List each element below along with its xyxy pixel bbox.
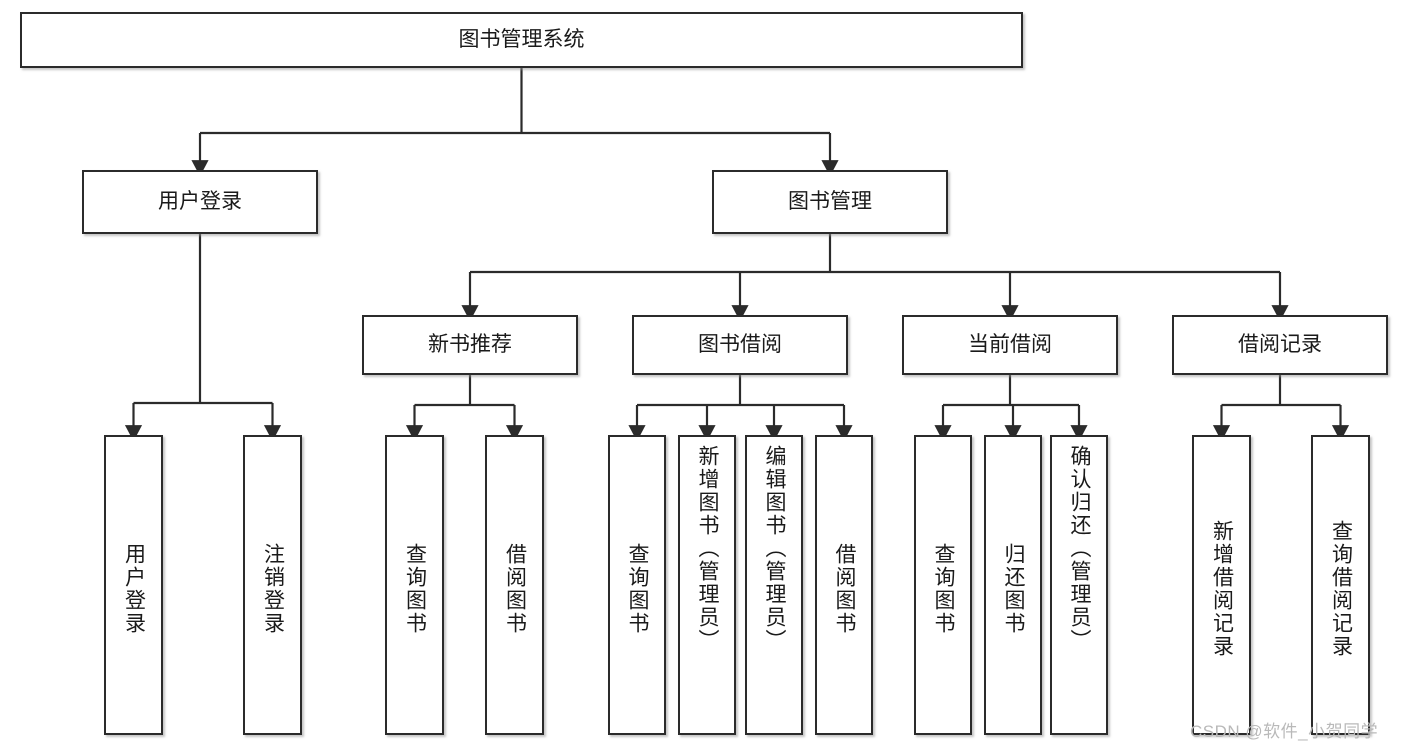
node-label: 新增借阅记录 xyxy=(1210,520,1234,658)
node-borrow-record[interactable]: 借阅记录 xyxy=(1172,315,1388,375)
node-label: 图书管理系统 xyxy=(458,27,585,51)
node-label: 图书借阅 xyxy=(698,332,782,356)
node-leaf-user-login[interactable]: 用户登录 xyxy=(104,435,163,735)
node-leaf-borrow-book-1[interactable]: 借阅图书 xyxy=(485,435,544,735)
node-leaf-logout[interactable]: 注销登录 xyxy=(243,435,302,735)
node-label: 借阅图书 xyxy=(503,543,527,635)
node-label: 查询借阅记录 xyxy=(1329,520,1353,658)
node-label: 借阅记录 xyxy=(1238,332,1322,356)
node-book-borrow[interactable]: 图书借阅 xyxy=(632,315,848,375)
node-leaf-return-book[interactable]: 归还图书 xyxy=(984,435,1042,735)
node-leaf-edit-book[interactable]: 编辑图书（管理员） xyxy=(745,435,803,735)
node-label: 查询图书 xyxy=(626,543,650,635)
node-leaf-query-book-1[interactable]: 查询图书 xyxy=(385,435,444,735)
node-label: 用户登录 xyxy=(122,543,146,635)
node-book-manage[interactable]: 图书管理 xyxy=(712,170,948,234)
node-new-book-recommend[interactable]: 新书推荐 xyxy=(362,315,578,375)
node-leaf-borrow-book-2[interactable]: 借阅图书 xyxy=(815,435,873,735)
node-leaf-query-book-3[interactable]: 查询图书 xyxy=(914,435,972,735)
node-leaf-query-record[interactable]: 查询借阅记录 xyxy=(1311,435,1370,735)
node-leaf-add-book[interactable]: 新增图书（管理员） xyxy=(678,435,736,735)
node-leaf-add-record[interactable]: 新增借阅记录 xyxy=(1192,435,1251,735)
node-leaf-confirm-return[interactable]: 确认归还（管理员） xyxy=(1050,435,1108,735)
node-label: 新增图书（管理员） xyxy=(696,445,720,652)
node-current-borrow[interactable]: 当前借阅 xyxy=(902,315,1118,375)
node-label: 查询图书 xyxy=(403,543,427,635)
node-label: 用户登录 xyxy=(158,189,242,213)
node-label: 归还图书 xyxy=(1002,543,1026,635)
node-label: 图书管理 xyxy=(788,189,872,213)
node-leaf-query-book-2[interactable]: 查询图书 xyxy=(608,435,666,735)
node-label: 编辑图书（管理员） xyxy=(763,445,787,652)
node-label: 确认归还（管理员） xyxy=(1068,445,1092,652)
node-label: 当前借阅 xyxy=(968,332,1052,356)
node-user-login[interactable]: 用户登录 xyxy=(82,170,318,234)
connector-group xyxy=(124,68,1350,442)
csdn-watermark: CSDN @软件_小贺同学 xyxy=(1190,722,1379,741)
node-label: 查询图书 xyxy=(932,543,956,635)
node-root[interactable]: 图书管理系统 xyxy=(20,12,1023,68)
node-label: 新书推荐 xyxy=(428,332,512,356)
node-label: 注销登录 xyxy=(261,543,285,635)
node-label: 借阅图书 xyxy=(833,543,857,635)
